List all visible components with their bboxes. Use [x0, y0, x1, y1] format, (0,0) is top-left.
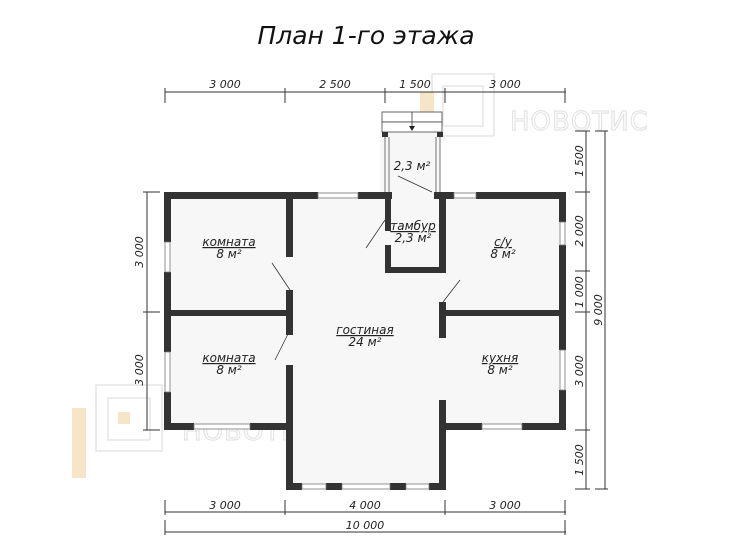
exterior-walls [164, 192, 566, 490]
watermark-text: НОВОТИС [510, 107, 649, 137]
windows [164, 192, 566, 490]
room-name: гостиная [336, 323, 393, 337]
room-area: 8 м² [216, 247, 242, 261]
dimension-left: 3 000 3 000 [133, 191, 160, 431]
door-swings [271, 219, 461, 361]
room-name: с/у [494, 235, 513, 249]
plan-title: План 1-го этажа [257, 21, 474, 50]
dim-right-3: 1 000 [573, 276, 586, 308]
dim-bottom-2: 4 000 [349, 499, 381, 512]
dim-bottom-3: 3 000 [489, 499, 521, 512]
dim-bottom-total: 10 000 [346, 519, 385, 532]
room-label-bathroom: с/у 8 м² [490, 235, 516, 261]
dim-right-5: 1 500 [573, 444, 586, 476]
room-area: 8 м² [487, 363, 513, 377]
room-label-vestibule: тамбур 2,3 м² [390, 219, 436, 245]
dim-bottom-1: 3 000 [209, 499, 241, 512]
dim-top-1: 3 000 [209, 78, 241, 91]
dim-left-1: 3 000 [133, 236, 146, 268]
dim-left-2: 3 000 [133, 354, 146, 386]
room-label-bedroom-2: комната 8 м² [202, 351, 255, 377]
room-area: 8 м² [216, 363, 242, 377]
room-area: 8 м² [490, 247, 516, 261]
dimension-right: 1 500 2 000 1 000 3 000 1 500 9 000 [573, 130, 608, 490]
dim-top-2: 2 500 [319, 78, 351, 91]
dim-right-4: 3 000 [573, 355, 586, 387]
room-name: комната [202, 351, 255, 365]
dimension-bottom: 3 000 4 000 3 000 10 000 [164, 499, 566, 535]
room-name: комната [202, 235, 255, 249]
interior-walls [171, 199, 559, 338]
room-label-living-room: гостиная 24 м² [336, 323, 393, 349]
room-name: тамбур [390, 219, 436, 233]
porch-area: 2,3 м² [394, 159, 431, 173]
room-area: 24 м² [349, 335, 382, 349]
dim-top-4: 3 000 [489, 78, 521, 91]
dim-right-total: 9 000 [592, 294, 605, 326]
dim-right-1: 1 500 [573, 145, 586, 177]
porch [381, 111, 443, 193]
room-label-bedroom-1: комната 8 м² [202, 235, 255, 261]
room-name: кухня [482, 351, 519, 365]
dimension-top: 3 000 2 500 1 500 3 000 [164, 78, 566, 103]
dim-top-3: 1 500 [399, 78, 431, 91]
room-area: 2,3 м² [395, 231, 432, 245]
room-label-kitchen: кухня 8 м² [482, 351, 519, 377]
dim-right-2: 2 000 [573, 215, 586, 247]
watermark-top: НОВОТИС [420, 73, 649, 162]
